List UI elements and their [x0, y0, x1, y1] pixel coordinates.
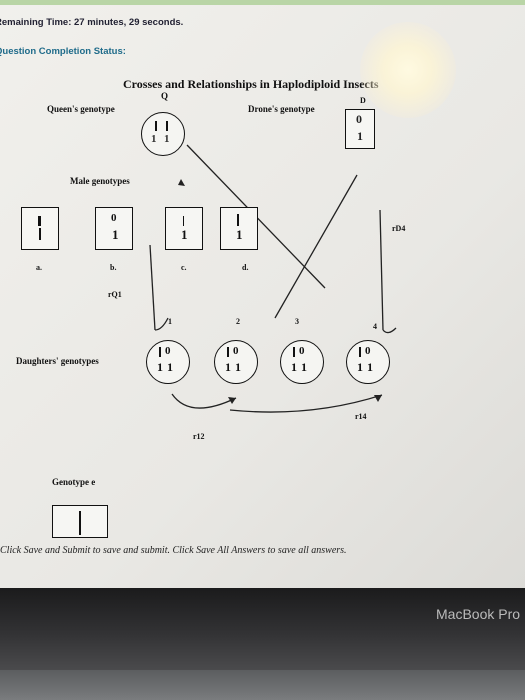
number-3: 3 — [295, 317, 299, 326]
save-instructions: Click Save and Submit to save and submit… — [0, 545, 347, 556]
number-2: 2 — [236, 317, 240, 326]
drone-genotype-box: 0 1 — [345, 109, 375, 149]
relationship-14-arc — [229, 394, 383, 413]
tag-r12: r12 — [193, 432, 205, 441]
queen-genotype-label: Queen's genotype — [47, 104, 115, 114]
tag-rd4: rD4 — [392, 224, 406, 233]
diagram-title: Crosses and Relationships in Haplodiploi… — [123, 77, 379, 91]
daughter-circle-3: 0 1 1 — [280, 340, 324, 384]
drone-marker: D — [360, 96, 366, 105]
queen-marker: Q — [161, 91, 169, 101]
drone-genotype-label: Drone's genotype — [248, 104, 315, 114]
question-completion-status: Question Completion Status: — [0, 46, 126, 57]
number-1: 1 — [168, 317, 172, 326]
drone-to-daughter4-line — [379, 209, 384, 331]
tag-rq1: rQ1 — [108, 290, 122, 299]
daughter-circle-2: 0 1 1 — [214, 340, 258, 384]
option-b-label: b. — [110, 263, 117, 272]
male-option-c-box: 1 — [165, 207, 203, 250]
macbook-label: MacBook Pro — [436, 606, 521, 622]
question-page: Remaining Time: 27 minutes, 29 seconds. … — [0, 0, 525, 588]
relationship-12-arc — [171, 393, 237, 409]
male-option-b-box: 0 1 — [95, 207, 133, 250]
arrowhead-14 — [374, 395, 382, 402]
remaining-time: Remaining Time: 27 minutes, 29 seconds. — [0, 17, 184, 28]
male-option-d-box: 1 — [220, 207, 258, 250]
option-a-label: a. — [36, 263, 42, 272]
daughter-circle-4: 0 1 1 — [346, 340, 390, 384]
queen-genotype-circle: 1 1 — [141, 112, 185, 156]
haplodiploid-diagram: Crosses and Relationships in Haplodiploi… — [16, 22, 456, 538]
male-genotypes-label: Male genotypes — [70, 176, 130, 186]
screen-glare — [360, 22, 456, 118]
number-4: 4 — [373, 322, 377, 331]
laptop-deck — [0, 670, 525, 700]
genotype-e-label: Genotype e — [52, 477, 96, 487]
arrow-1-curve — [154, 317, 169, 331]
daughter-circle-1: 0 1 1 — [146, 340, 190, 384]
queen-to-daughter1-line — [149, 244, 156, 331]
male-option-a-box — [21, 207, 59, 250]
page-top-rule — [0, 0, 525, 5]
tag-r14: r14 — [355, 412, 367, 421]
daughters-genotypes-label: Daughters' genotypes — [16, 356, 99, 366]
option-c-label: c. — [181, 263, 187, 272]
drone-to-daughter3-line — [274, 174, 358, 319]
cursor-pointer-icon — [178, 179, 185, 186]
arrow-4-curve — [382, 327, 397, 334]
option-d-label: d. — [242, 263, 249, 272]
genotype-e-box[interactable] — [52, 505, 108, 538]
arrowhead-12 — [228, 397, 236, 404]
